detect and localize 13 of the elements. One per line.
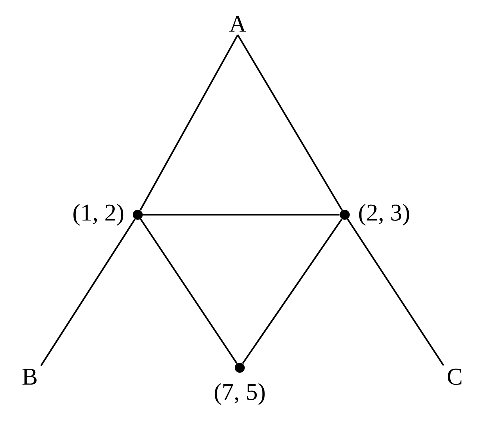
- coordinate-label: (1, 2): [74, 204, 124, 226]
- line-segment: [40, 218, 136, 366]
- coordinate-label: (2, 3): [359, 204, 410, 226]
- line-segment: [242, 218, 343, 364]
- point-label: C: [448, 368, 462, 386]
- line-segment: [140, 34, 239, 211]
- line-segment: [140, 218, 238, 364]
- point-label: B: [22, 369, 37, 385]
- line-segment: [143, 214, 340, 216]
- line-segment: [237, 34, 344, 211]
- coordinate-label: (7, 5): [215, 383, 265, 406]
- line-segment: [347, 218, 444, 366]
- point-label: A: [230, 16, 246, 32]
